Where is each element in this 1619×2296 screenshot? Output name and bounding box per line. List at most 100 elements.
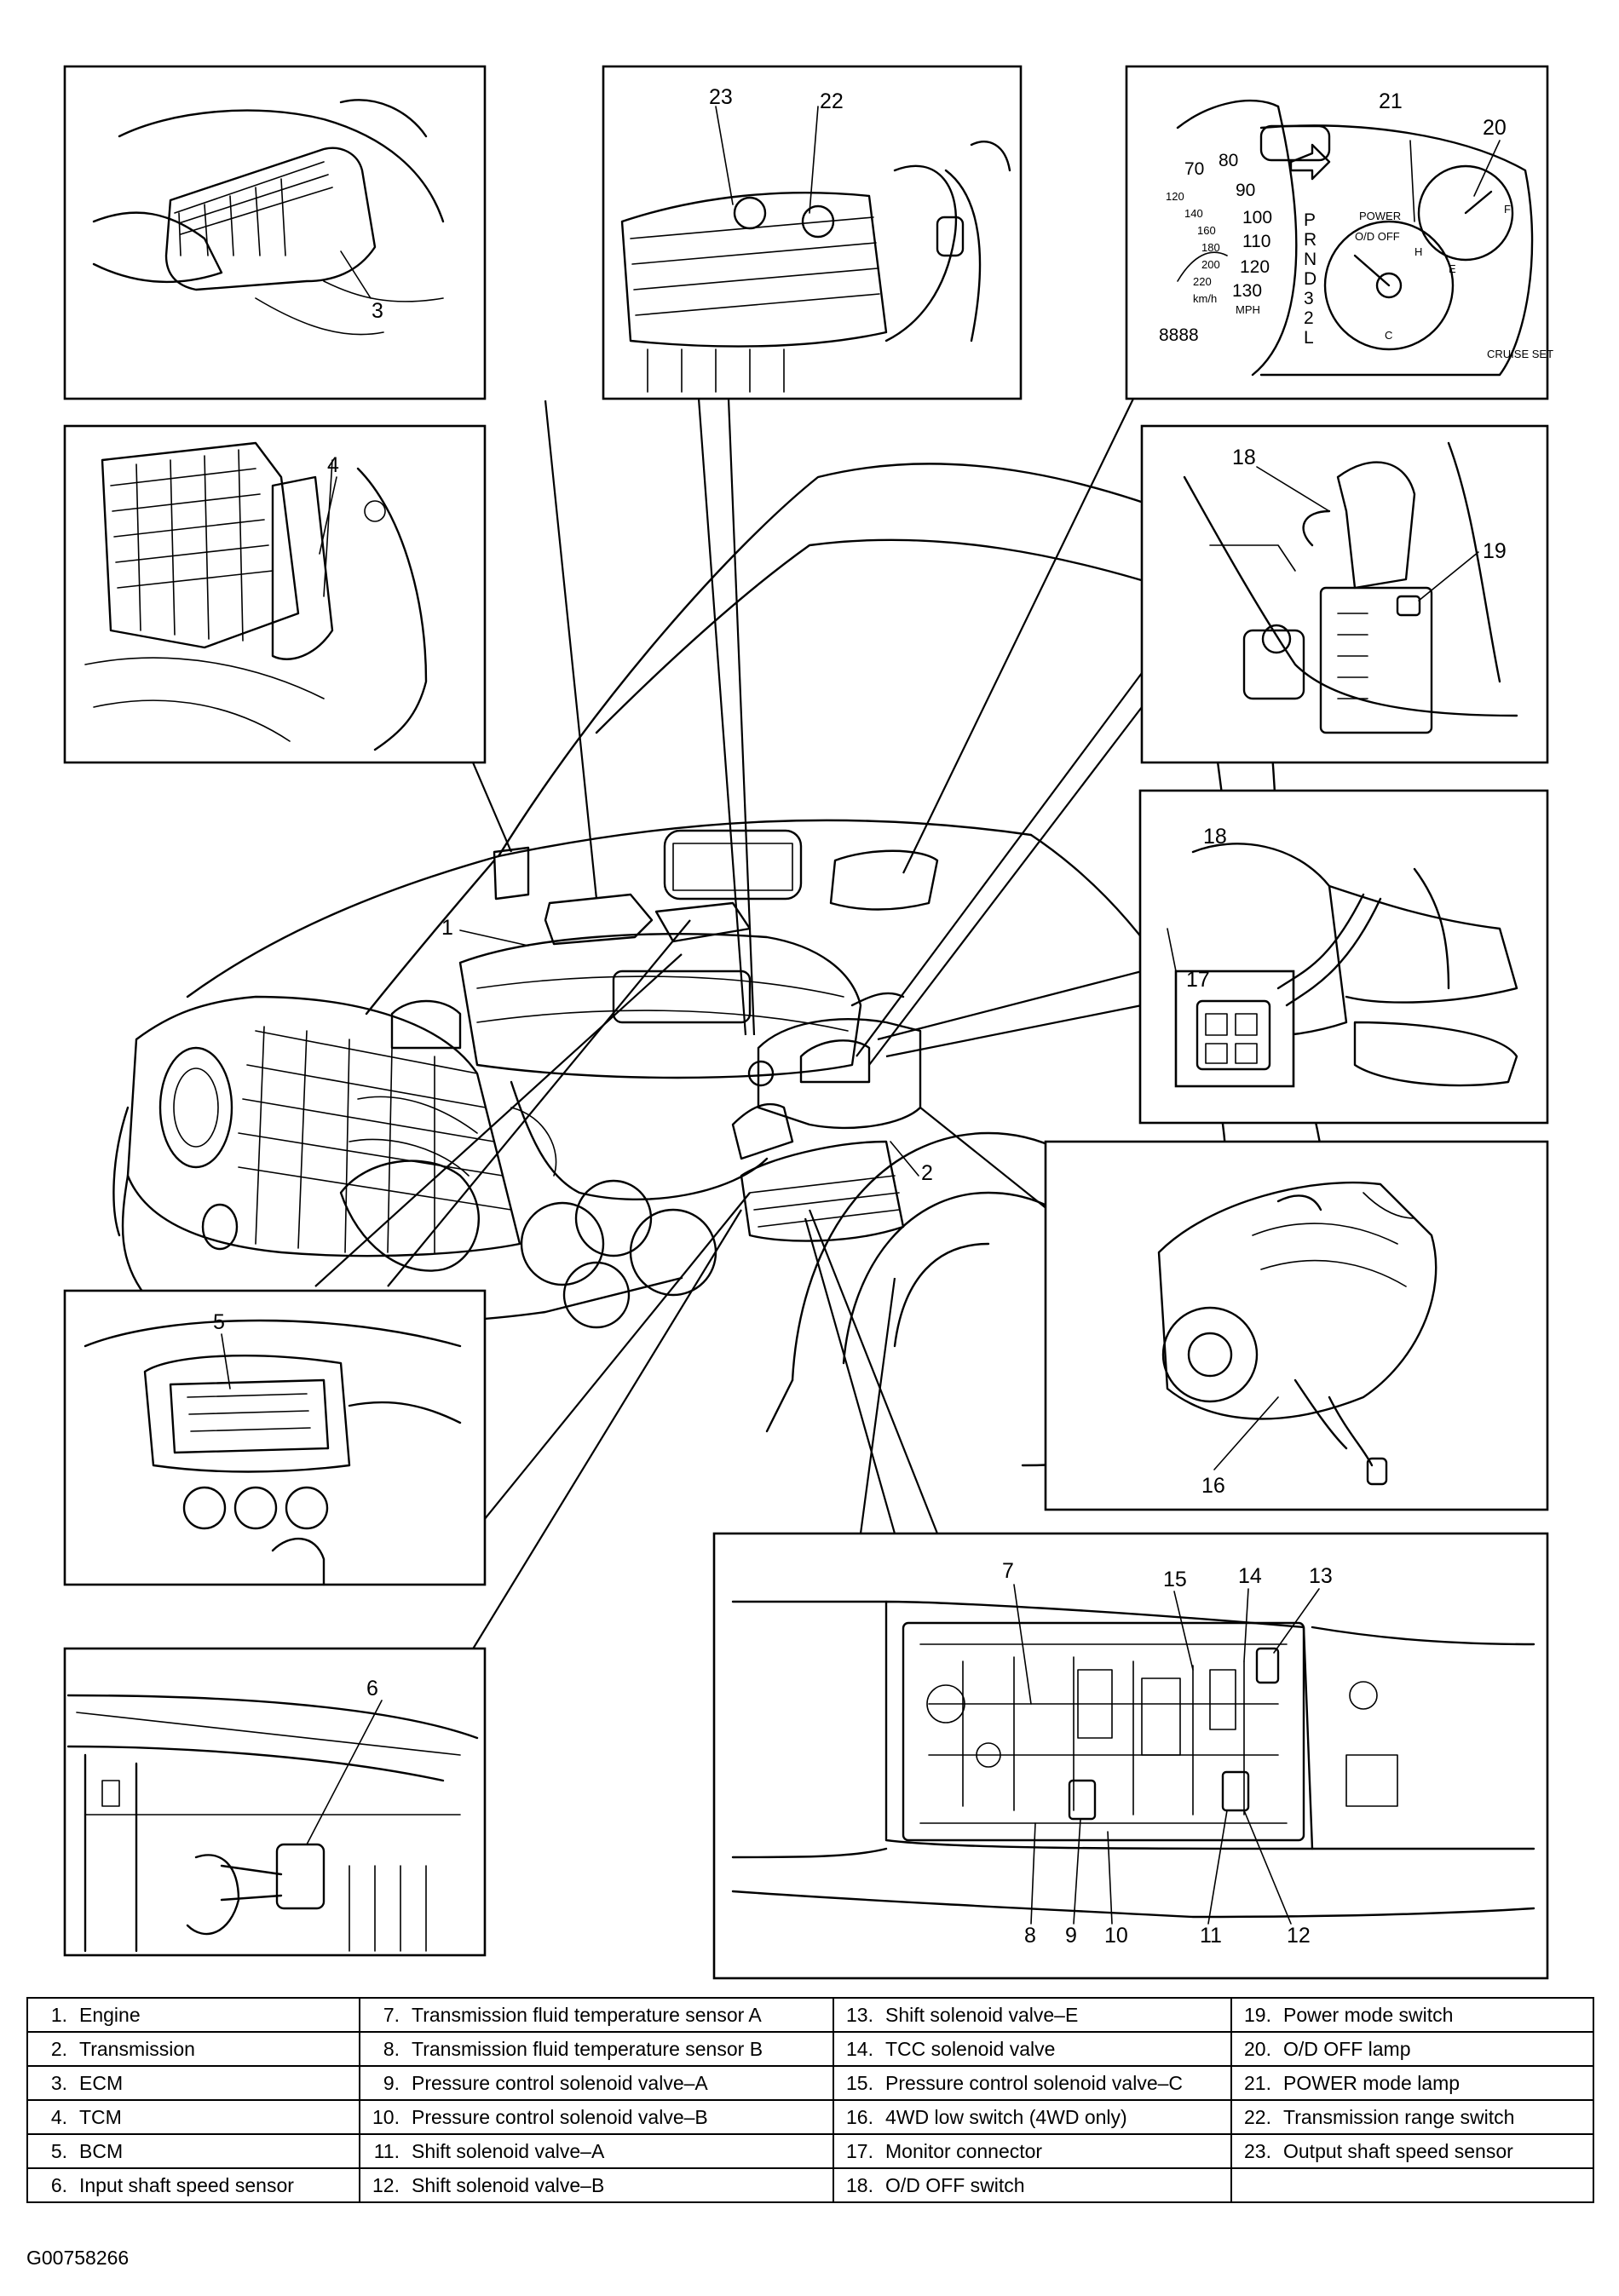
- speed-mark-80: 80: [1219, 151, 1238, 170]
- callout-6: 6: [366, 1677, 378, 1700]
- inner-mark-220: 220: [1193, 275, 1212, 288]
- inner-mark-200: 200: [1201, 258, 1220, 271]
- detail-box-tcm: [63, 424, 487, 764]
- speed-mark-70: 70: [1184, 159, 1204, 179]
- figure-id: G00758266: [26, 2247, 130, 2269]
- callout-9: 9: [1065, 1924, 1077, 1948]
- legend-cell: 16.4WD low switch (4WD only): [833, 2099, 1232, 2135]
- range-P: P: [1304, 210, 1316, 230]
- legend-cell: 10.Pressure control solenoid valve–B: [359, 2099, 834, 2135]
- legend-cell: 20.O/D OFF lamp: [1230, 2031, 1594, 2067]
- legend-row: 1.Engine 7.Transmission fluid temperatur…: [26, 1997, 1594, 2033]
- legend-cell: 14.TCC solenoid valve: [833, 2031, 1232, 2067]
- legend-cell: 23.Output shaft speed sensor: [1230, 2133, 1594, 2169]
- callout-23: 23: [709, 85, 733, 109]
- callout-numbers: 1 2 3 4 5 6 7 8 9 10 11 12 13 14 15 16 1…: [213, 85, 1507, 1948]
- callout-18: 18: [1203, 825, 1227, 849]
- range-3: 3: [1304, 289, 1314, 308]
- legend-cell: 8.Transmission fluid temperature sensor …: [359, 2031, 834, 2067]
- speed-mark-120: 120: [1240, 257, 1270, 277]
- transmission-drawing: [731, 992, 922, 1242]
- range-N: N: [1304, 250, 1317, 269]
- callout-2: 2: [921, 1161, 933, 1185]
- legend-cell: 2.Transmission: [26, 2031, 360, 2067]
- detail-box-range-switch: [602, 65, 1023, 400]
- cluster-gauge-text: 70 80 90 100 110 120 130 120 140 160 180…: [1159, 151, 1553, 360]
- legend-cell: 3.ECM: [26, 2065, 360, 2101]
- od-off-lamp-label: O/D OFF: [1355, 230, 1400, 243]
- legend-cell: 1.Engine: [26, 1997, 360, 2033]
- legend-cell: 19.Power mode switch: [1230, 1997, 1594, 2033]
- detail-box-monitor-connector: [1138, 789, 1549, 1125]
- range-R: R: [1304, 230, 1317, 250]
- legend-cell: 21.POWER mode lamp: [1230, 2065, 1594, 2101]
- callout-16: 16: [1201, 1474, 1225, 1498]
- inner-mark-140: 140: [1184, 207, 1203, 220]
- callout-19: 19: [1483, 539, 1507, 563]
- legend-cell: 13.Shift solenoid valve–E: [833, 1997, 1232, 2033]
- component-legend-table: 1.Engine 7.Transmission fluid temperatur…: [26, 1997, 1594, 2203]
- range-L: L: [1304, 328, 1314, 348]
- legend-row: 2.Transmission 8.Transmission fluid temp…: [26, 2031, 1594, 2067]
- fuel-full-label: F: [1504, 203, 1511, 216]
- detail-box-bcm: [63, 1289, 487, 1586]
- speed-mark-110: 110: [1242, 232, 1270, 251]
- inner-mark-180: 180: [1201, 241, 1220, 254]
- speed-mark-100: 100: [1242, 208, 1272, 227]
- speed-mark-90: 90: [1236, 181, 1255, 200]
- cruise-set-label: CRUISE SET: [1487, 348, 1553, 360]
- legend-cell: 5.BCM: [26, 2133, 360, 2169]
- detail-box-4wd-switch: [1044, 1140, 1549, 1511]
- callout-5: 5: [213, 1310, 225, 1334]
- engine-drawing: [339, 933, 862, 1329]
- legend-cell: 9.Pressure control solenoid valve–A: [359, 2065, 834, 2101]
- callout-20: 20: [1483, 116, 1507, 140]
- legend-cell: 7.Transmission fluid temperature sensor …: [359, 1997, 834, 2033]
- range-D: D: [1304, 269, 1317, 289]
- leader-lines: [314, 398, 1143, 1671]
- legend-row: 5.BCM 11.Shift solenoid valve–A 17.Monit…: [26, 2133, 1594, 2169]
- legend-cell: 17.Monitor connector: [833, 2133, 1232, 2169]
- legend-cell: 15.Pressure control solenoid valve–C: [833, 2065, 1232, 2101]
- callout-3: 3: [372, 299, 383, 323]
- dashboard-modules: [493, 829, 939, 946]
- callout-14: 14: [1238, 1564, 1262, 1588]
- callout-11: 11: [1200, 1924, 1222, 1948]
- legend-cell: 22.Transmission range switch: [1230, 2099, 1594, 2135]
- inner-mark-160: 160: [1197, 224, 1216, 237]
- legend-cell: 6.Input shaft speed sensor: [26, 2167, 360, 2203]
- temp-hot-label: H: [1414, 245, 1422, 258]
- legend-cell: 4.TCM: [26, 2099, 360, 2135]
- detail-box-shifter: [1140, 424, 1549, 764]
- callout-1: 1: [441, 916, 453, 940]
- detail-box-valve-body: [712, 1532, 1549, 1980]
- mph-label: MPH: [1236, 303, 1260, 316]
- temp-cold-label: C: [1385, 329, 1392, 342]
- legend-cell: 12.Shift solenoid valve–B: [359, 2167, 834, 2203]
- kmh-label: km/h: [1193, 292, 1217, 305]
- odometer-display: 8888: [1159, 325, 1199, 345]
- power-lamp-label: POWER: [1359, 210, 1401, 222]
- detail-box-cluster: [1125, 65, 1549, 400]
- speed-mark-130: 130: [1232, 281, 1262, 301]
- callout-22: 22: [820, 89, 844, 113]
- legend-cell: 11.Shift solenoid valve–A: [359, 2133, 834, 2169]
- legend-cell: 18.O/D OFF switch: [833, 2167, 1232, 2203]
- callout-17: 17: [1186, 968, 1210, 992]
- legend-cell: [1230, 2167, 1594, 2203]
- legend-row: 6.Input shaft speed sensor 12.Shift sole…: [26, 2167, 1594, 2203]
- callout-10: 10: [1104, 1924, 1128, 1948]
- callout-4: 4: [327, 453, 339, 477]
- callout-21: 21: [1379, 89, 1403, 113]
- callout-7: 7: [1002, 1559, 1014, 1583]
- callout-18b: 18: [1232, 446, 1256, 469]
- fuel-empty-label: E: [1449, 262, 1456, 275]
- callout-15: 15: [1163, 1568, 1187, 1591]
- component-location-diagram: 1 2 3 4 5 6 7 8 9 10 11 12 13 14 15 16 1…: [63, 65, 1553, 1980]
- detail-box-input-speed-sensor: [63, 1647, 487, 1957]
- range-2: 2: [1304, 308, 1314, 328]
- inner-mark-120: 120: [1166, 190, 1184, 203]
- callout-8: 8: [1024, 1924, 1036, 1948]
- callout-ticks: [221, 140, 1501, 1925]
- legend-row: 3.ECM 9.Pressure control solenoid valve–…: [26, 2065, 1594, 2101]
